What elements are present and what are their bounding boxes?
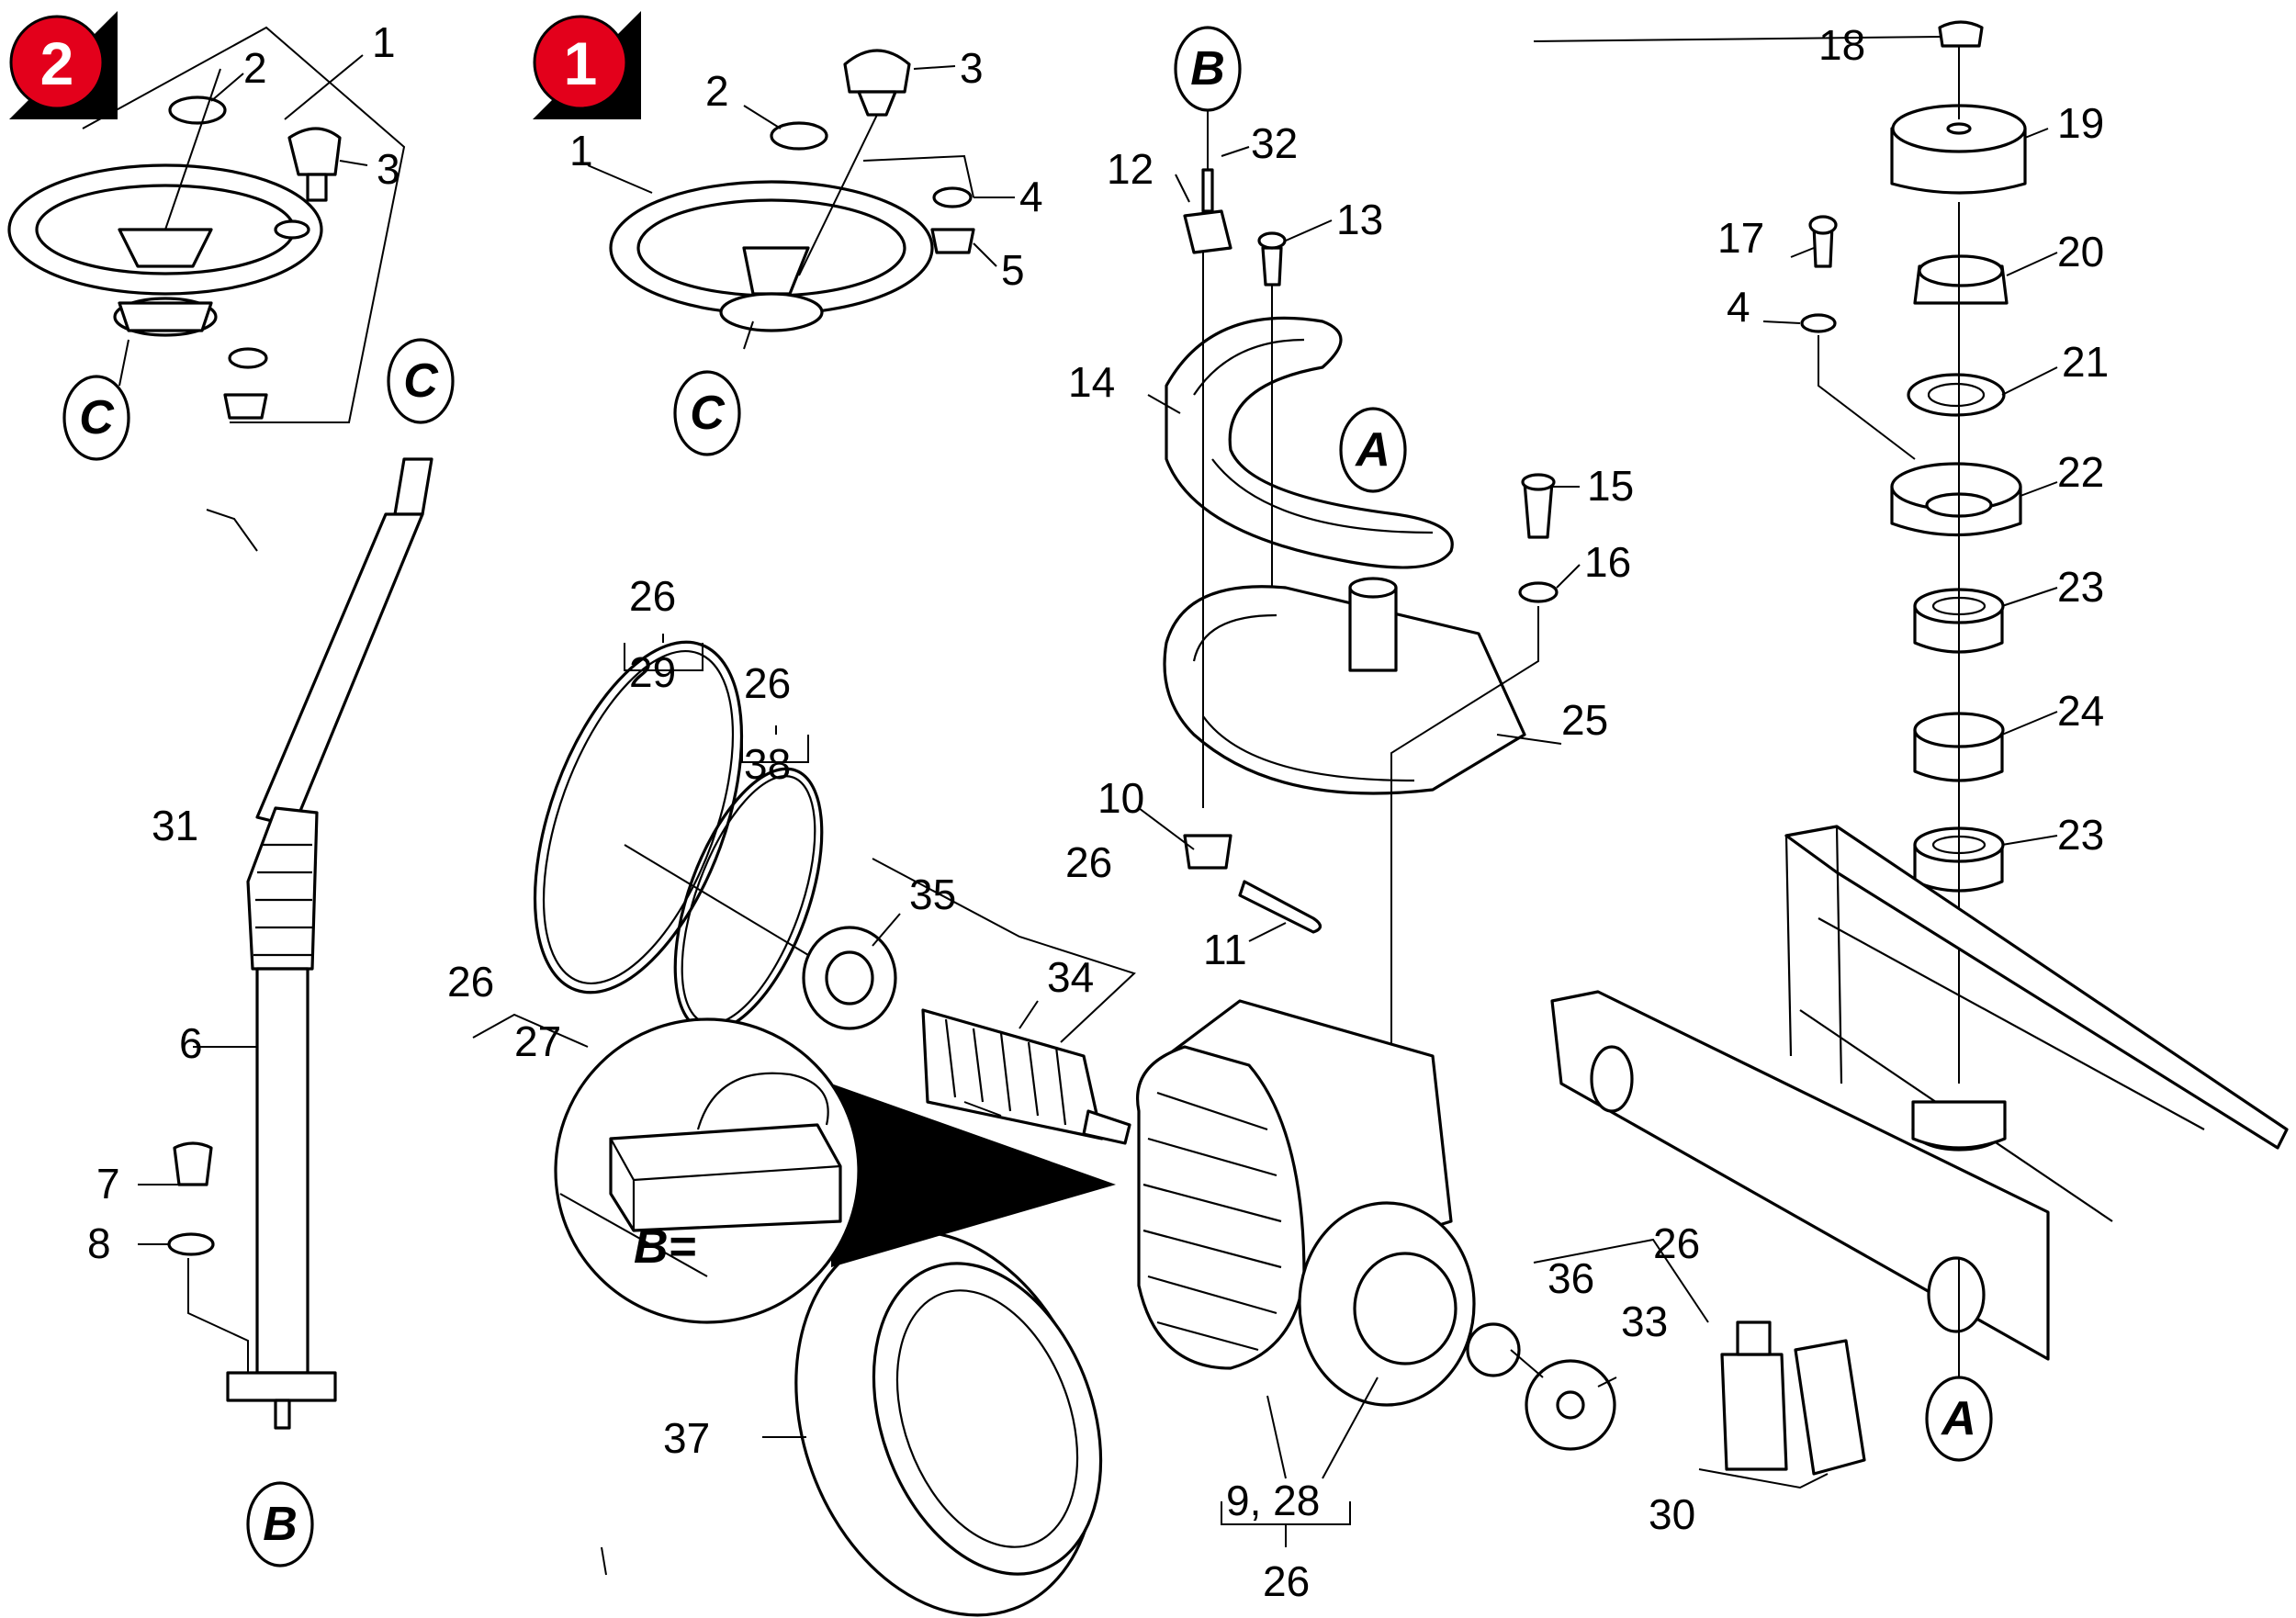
pin-11 [1238, 880, 1322, 934]
svg-text:A: A [1354, 423, 1390, 477]
inset-text: B= [634, 1220, 696, 1274]
label: 16 [1584, 538, 1631, 586]
label: 26 [1065, 838, 1112, 886]
badge-1: 1 [533, 11, 641, 119]
label: 24 [2057, 687, 2104, 735]
label: 26 [1263, 1557, 1310, 1605]
ref-b-bottom: B [246, 1481, 314, 1567]
label: 33 [1621, 1298, 1668, 1345]
label: 38 [744, 740, 791, 788]
label: 1 [569, 127, 593, 174]
label: 5 [1001, 246, 1025, 294]
label: 25 [1561, 696, 1608, 744]
label: 30 [1649, 1490, 1695, 1538]
label: 7 [96, 1160, 120, 1208]
label: 8 [87, 1219, 111, 1267]
label: 31 [152, 802, 198, 849]
label: 29 [629, 648, 676, 696]
label: 3 [377, 145, 400, 193]
label: 26 [629, 572, 676, 620]
label: 19 [2057, 99, 2104, 147]
label: 17 [1717, 214, 1764, 262]
ref-circles: C C C B B A A [62, 26, 1993, 1567]
steering-wheel-v1 [609, 49, 975, 350]
label: 2 [705, 67, 729, 115]
label: 20 [2057, 228, 2104, 275]
badge-2-number: 2 [40, 29, 74, 97]
knob-3-v2 [287, 127, 342, 176]
chassis-frame [1550, 825, 2289, 1377]
slew-ring [1163, 92, 1559, 1084]
cap-2-v2 [168, 96, 227, 125]
svg-text:C: C [403, 354, 439, 408]
nut-10 [1183, 834, 1232, 870]
badge-2: 2 [9, 11, 118, 119]
pinion-12 [1183, 209, 1232, 254]
knob-3-v1 [843, 49, 911, 94]
label: 6 [179, 1019, 203, 1067]
svg-text:B: B [1190, 42, 1225, 96]
label: 3 [960, 44, 984, 92]
label: 2 [243, 44, 267, 92]
label: 26 [744, 659, 791, 707]
label: 4 [1019, 173, 1043, 220]
label: 26 [447, 958, 494, 1006]
tyre [794, 1230, 1103, 1617]
leader-lines [138, 36, 2058, 1576]
label: 10 [1097, 774, 1144, 822]
label: 18 [1818, 21, 1865, 69]
label: 1 [372, 18, 396, 66]
part-labels: 1 2 3 2 3 1 4 5 12 32 13 14 15 16 25 10 … [87, 18, 2109, 1605]
right-stack [1800, 20, 2027, 1084]
label: 12 [1107, 145, 1154, 193]
svg-text:C: C [79, 391, 115, 444]
label: 4 [1727, 283, 1750, 331]
label: 36 [1548, 1254, 1594, 1302]
ref-a-frame: A [1925, 1376, 1993, 1462]
ref-c-v1-wheel: C [673, 370, 741, 456]
label: 13 [1336, 196, 1383, 243]
svg-text:A: A [1940, 1392, 1976, 1445]
inset-detail: B= [554, 1017, 1116, 1324]
steering-wheel-v2 [7, 26, 406, 423]
oil-kit [1698, 1320, 1866, 1489]
label: 26 [1653, 1219, 1700, 1267]
label: 11 [1203, 926, 1247, 973]
label: 23 [2057, 563, 2104, 611]
drive-unit [802, 926, 1616, 1451]
ref-c-column-top: C [387, 338, 455, 424]
label: 15 [1587, 462, 1634, 510]
label: 9, 28 [1226, 1477, 1320, 1524]
ref-a-plate: A [1339, 407, 1407, 493]
label: 32 [1251, 119, 1298, 167]
label: 22 [2057, 448, 2104, 496]
steering-column [167, 457, 433, 1430]
svg-text:C: C [690, 387, 726, 440]
label: 34 [1047, 953, 1094, 1001]
ref-c-v2-wheel: C [62, 375, 130, 461]
label: 23 [2057, 811, 2104, 859]
cap-2-v1 [770, 121, 828, 151]
svg-text:B: B [263, 1498, 298, 1551]
label: 37 [663, 1414, 710, 1462]
ref-b-top: B [1174, 26, 1242, 112]
label: 35 [909, 871, 956, 918]
label: 14 [1068, 358, 1115, 406]
label: 27 [514, 1017, 561, 1065]
badge-1-number: 1 [564, 29, 598, 97]
label: 21 [2062, 338, 2109, 386]
